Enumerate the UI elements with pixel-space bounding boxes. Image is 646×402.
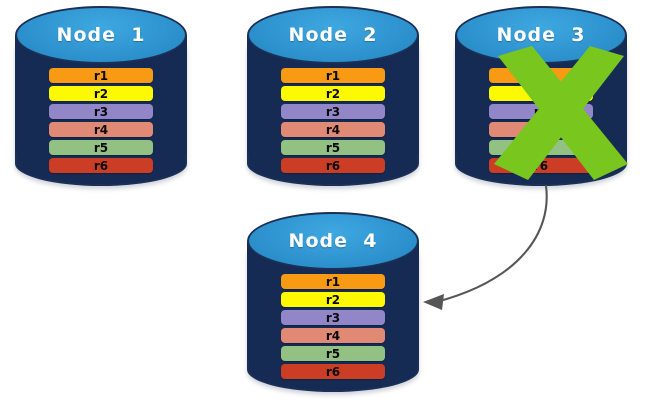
node-2-title: Node 2	[288, 24, 378, 46]
row-bar-r3[interactable]: r3	[281, 310, 385, 325]
row-bar-r3[interactable]: r3	[281, 104, 385, 119]
row-bar-r6[interactable]: r6	[489, 158, 593, 173]
row-bar-r4[interactable]: r4	[489, 122, 593, 137]
row-bar-r2[interactable]: r2	[489, 86, 593, 101]
row-bar-r1[interactable]: r1	[489, 68, 593, 83]
node-4-cylinder-top	[247, 212, 419, 270]
row-bar-r5[interactable]: r5	[489, 140, 593, 155]
node-2-rows: r1 r2 r3 r4 r5 r6	[247, 6, 419, 186]
node-3[interactable]: Node 3 r1 r2 r3 r4 r5 r6	[455, 6, 627, 186]
row-bar-r1[interactable]: r1	[281, 274, 385, 289]
row-bar-r4[interactable]: r4	[281, 122, 385, 137]
node-1[interactable]: Node 1 r1 r2 r3 r4 r5 r6	[15, 6, 187, 186]
node-4-title: Node 4	[288, 230, 378, 252]
failover-arrowhead-icon	[423, 294, 444, 310]
node-2-cylinder-top	[247, 6, 419, 64]
node-3-rows: r1 r2 r3 r4 r5 r6	[455, 6, 627, 186]
node-3-title: Node 3	[496, 24, 586, 46]
node-4-rows: r1 r2 r3 r4 r5 r6	[247, 212, 419, 392]
row-bar-r6[interactable]: r6	[281, 364, 385, 379]
row-bar-r2[interactable]: r2	[281, 86, 385, 101]
row-bar-r5[interactable]: r5	[49, 140, 153, 155]
node-1-title: Node 1	[56, 24, 146, 46]
node-4[interactable]: Node 4 r1 r2 r3 r4 r5 r6	[247, 212, 419, 392]
row-bar-r4[interactable]: r4	[281, 328, 385, 343]
row-bar-r6[interactable]: r6	[49, 158, 153, 173]
row-bar-r1[interactable]: r1	[49, 68, 153, 83]
row-bar-r2[interactable]: r2	[49, 86, 153, 101]
row-bar-r2[interactable]: r2	[281, 292, 385, 307]
row-bar-r6[interactable]: r6	[281, 158, 385, 173]
row-bar-r3[interactable]: r3	[49, 104, 153, 119]
row-bar-r5[interactable]: r5	[281, 346, 385, 361]
row-bar-r3[interactable]: r3	[489, 104, 593, 119]
row-bar-r1[interactable]: r1	[281, 68, 385, 83]
row-bar-r5[interactable]: r5	[281, 140, 385, 155]
row-bar-r4[interactable]: r4	[49, 122, 153, 137]
node-2[interactable]: Node 2 r1 r2 r3 r4 r5 r6	[247, 6, 419, 186]
node-1-cylinder-top	[15, 6, 187, 64]
node-1-rows: r1 r2 r3 r4 r5 r6	[15, 6, 187, 186]
